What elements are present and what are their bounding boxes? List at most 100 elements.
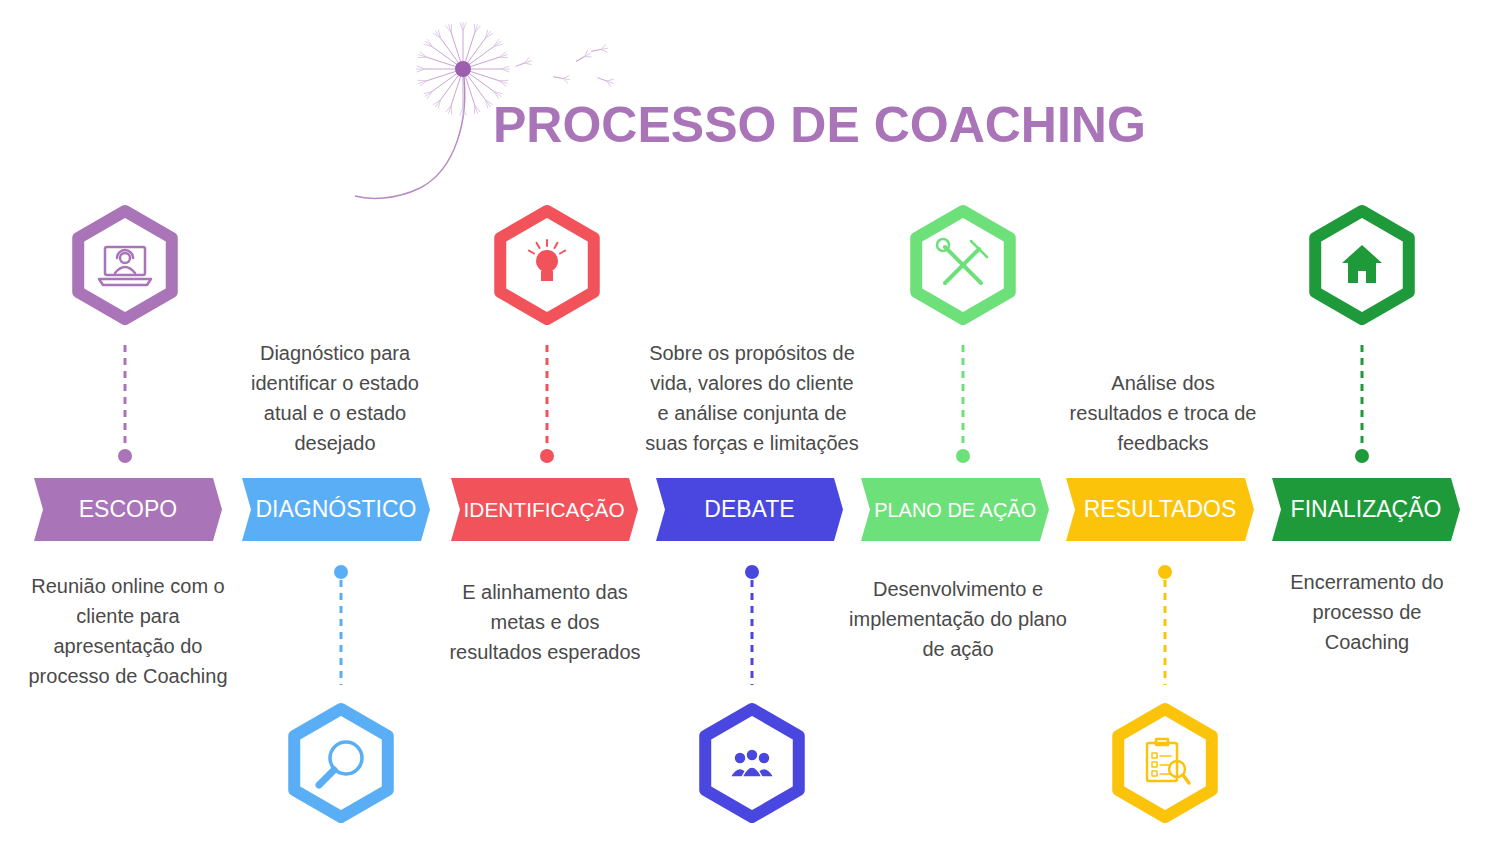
- seed-fluff: [501, 66, 509, 69]
- step-description: Desenvolvimento e implementação do plano…: [848, 574, 1068, 664]
- person-head: [758, 752, 770, 764]
- hexagon-frame: [78, 211, 172, 319]
- step-icon: [730, 749, 774, 777]
- hexagon-frame: [1315, 211, 1409, 319]
- seed-fluff: [485, 33, 492, 38]
- step-marker: [916, 211, 1010, 463]
- seed-fluff: [563, 75, 569, 80]
- banner-fill: [451, 478, 638, 541]
- step-icon: [319, 742, 362, 785]
- banner-fill: [34, 478, 222, 541]
- floating-seed: [590, 44, 608, 55]
- step-description: Diagnóstico para identificar o estado at…: [230, 338, 440, 458]
- check-box: [1152, 762, 1157, 767]
- step-marker: [1118, 565, 1212, 817]
- seed-fluff: [525, 61, 532, 67]
- bulb-ray: [537, 243, 540, 248]
- step-icon: [99, 247, 151, 285]
- seed-fluff: [485, 100, 487, 109]
- step-label: DEBATE: [704, 496, 794, 523]
- seed-fluff: [417, 66, 425, 69]
- leader-dot: [540, 449, 554, 463]
- step-icon: [937, 239, 987, 283]
- step-banner: IDENTIFICAÇÃO: [451, 478, 638, 541]
- bulb-base: [541, 271, 553, 281]
- seed-fluff: [499, 81, 506, 87]
- seed-fluff: [463, 107, 466, 115]
- leader-line: [1361, 345, 1364, 448]
- seed-fluff: [494, 44, 503, 46]
- magnifier-handle: [1183, 775, 1189, 783]
- person-body: [742, 767, 762, 777]
- step-banner: PLANO DE AÇÃO: [861, 478, 1049, 541]
- step-marker: [78, 211, 172, 463]
- banner-text-wrap: FINALIZAÇÃO: [1272, 478, 1460, 541]
- step-label: DIAGNÓSTICO: [255, 496, 416, 523]
- seed-fluff: [605, 81, 612, 87]
- check-line: [1160, 755, 1171, 757]
- hexagon-frame: [500, 211, 594, 319]
- person-head: [120, 253, 130, 263]
- leader-line: [962, 345, 965, 448]
- step-description: Sobre os propósitos de vida, valores do …: [642, 338, 862, 458]
- leader-dot: [334, 565, 348, 579]
- banner-text-wrap: PLANO DE AÇÃO: [861, 478, 1049, 541]
- leader-dot: [118, 449, 132, 463]
- banner-text-wrap: DIAGNÓSTICO: [242, 478, 430, 541]
- seed-fluff: [417, 69, 425, 72]
- dandelion-stem: [355, 69, 465, 198]
- seed-fluff: [601, 48, 607, 53]
- house-shape: [1342, 245, 1382, 283]
- step-label: PLANO DE AÇÃO: [874, 498, 1036, 522]
- hexagon-frame: [916, 211, 1010, 319]
- leader-dot: [956, 449, 970, 463]
- laptop-screen: [105, 247, 145, 275]
- bulb-ray: [529, 251, 534, 254]
- clipboard-clip: [1156, 739, 1168, 745]
- step-banner: FINALIZAÇÃO: [1272, 478, 1460, 541]
- seed-fluff: [501, 69, 509, 72]
- banner-fill: [656, 478, 843, 541]
- person-head: [746, 749, 758, 761]
- bulb-ray: [560, 251, 565, 254]
- hexagon-frame: [705, 709, 799, 817]
- bulb-ray: [546, 240, 548, 246]
- leader-line: [1164, 580, 1167, 685]
- seed-fluff: [525, 61, 532, 63]
- seed-fluff: [485, 31, 490, 38]
- seed-fluff: [420, 52, 427, 58]
- seed-fluff: [474, 105, 475, 114]
- seed-line: [576, 57, 585, 62]
- step-marker: [1315, 211, 1409, 463]
- seed-fluff: [438, 30, 440, 39]
- laptop-base: [99, 279, 151, 285]
- step-marker: [705, 565, 799, 817]
- seed-fluff: [433, 100, 440, 105]
- person-body: [115, 267, 135, 273]
- leader-line: [751, 580, 754, 685]
- floating-seed: [574, 50, 593, 65]
- bulb-glass: [536, 250, 558, 272]
- step-banner: RESULTADOS: [1066, 478, 1254, 541]
- leader-dot: [745, 565, 759, 579]
- seed-fluff: [475, 26, 481, 33]
- step-marker: [294, 565, 388, 817]
- dandelion-head: [455, 61, 471, 77]
- banner-text-wrap: ESCOPO: [34, 478, 222, 541]
- leader-line: [546, 345, 549, 448]
- seed-fluff: [418, 81, 427, 84]
- banner-fill: [861, 478, 1049, 541]
- step-marker: [500, 211, 594, 463]
- magnifier-handle: [319, 770, 334, 785]
- seed-fluff: [562, 79, 568, 84]
- seed-fluff: [460, 23, 463, 31]
- diagram-title: PROCESSO DE COACHING: [493, 96, 1146, 154]
- seed-line: [591, 49, 601, 51]
- step-banner: ESCOPO: [34, 478, 222, 541]
- seed-fluff: [446, 105, 452, 112]
- step-icon: [529, 240, 565, 281]
- seed-fluff: [418, 80, 427, 81]
- seed-fluff: [585, 54, 592, 60]
- seed-fluff: [499, 57, 508, 58]
